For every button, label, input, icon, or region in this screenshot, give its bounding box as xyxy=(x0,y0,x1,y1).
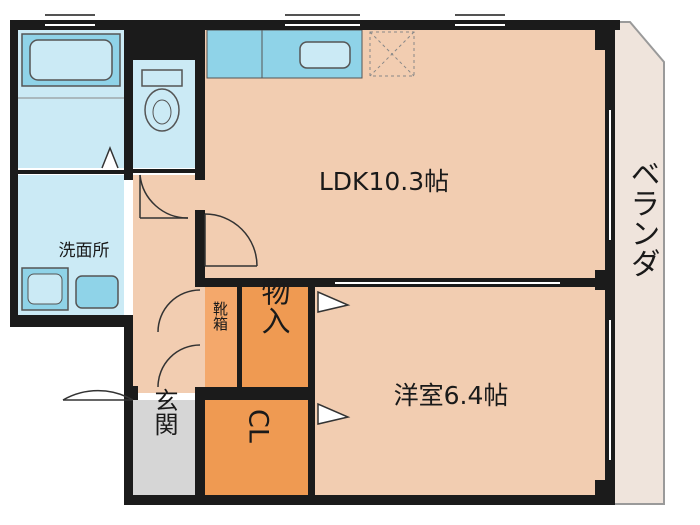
washroom-label: 洗面所 xyxy=(59,241,110,261)
ldk-label: LDK10.3帖 xyxy=(319,167,449,196)
shoe-box-label: 靴箱 xyxy=(211,301,229,331)
washing-machine-pan xyxy=(75,275,119,309)
shoe-box-area xyxy=(205,287,237,387)
doors xyxy=(62,145,351,425)
toilet-tank xyxy=(141,69,183,87)
entrance-area xyxy=(133,400,195,497)
western-room-label: 洋室6.4帖 xyxy=(394,381,509,410)
entrance-label: 玄関 xyxy=(150,388,178,436)
closet-label: CL xyxy=(243,409,274,443)
hallway-floor xyxy=(133,175,205,393)
closet-area xyxy=(205,400,308,497)
kitchen-sink xyxy=(299,41,351,69)
windows xyxy=(45,24,611,460)
storage-label: 物入 xyxy=(257,277,291,335)
refrigerator-space xyxy=(369,31,415,77)
veranda-label: ベランダ xyxy=(625,158,660,278)
western-room-floor xyxy=(315,287,605,497)
storage-area xyxy=(242,287,308,387)
